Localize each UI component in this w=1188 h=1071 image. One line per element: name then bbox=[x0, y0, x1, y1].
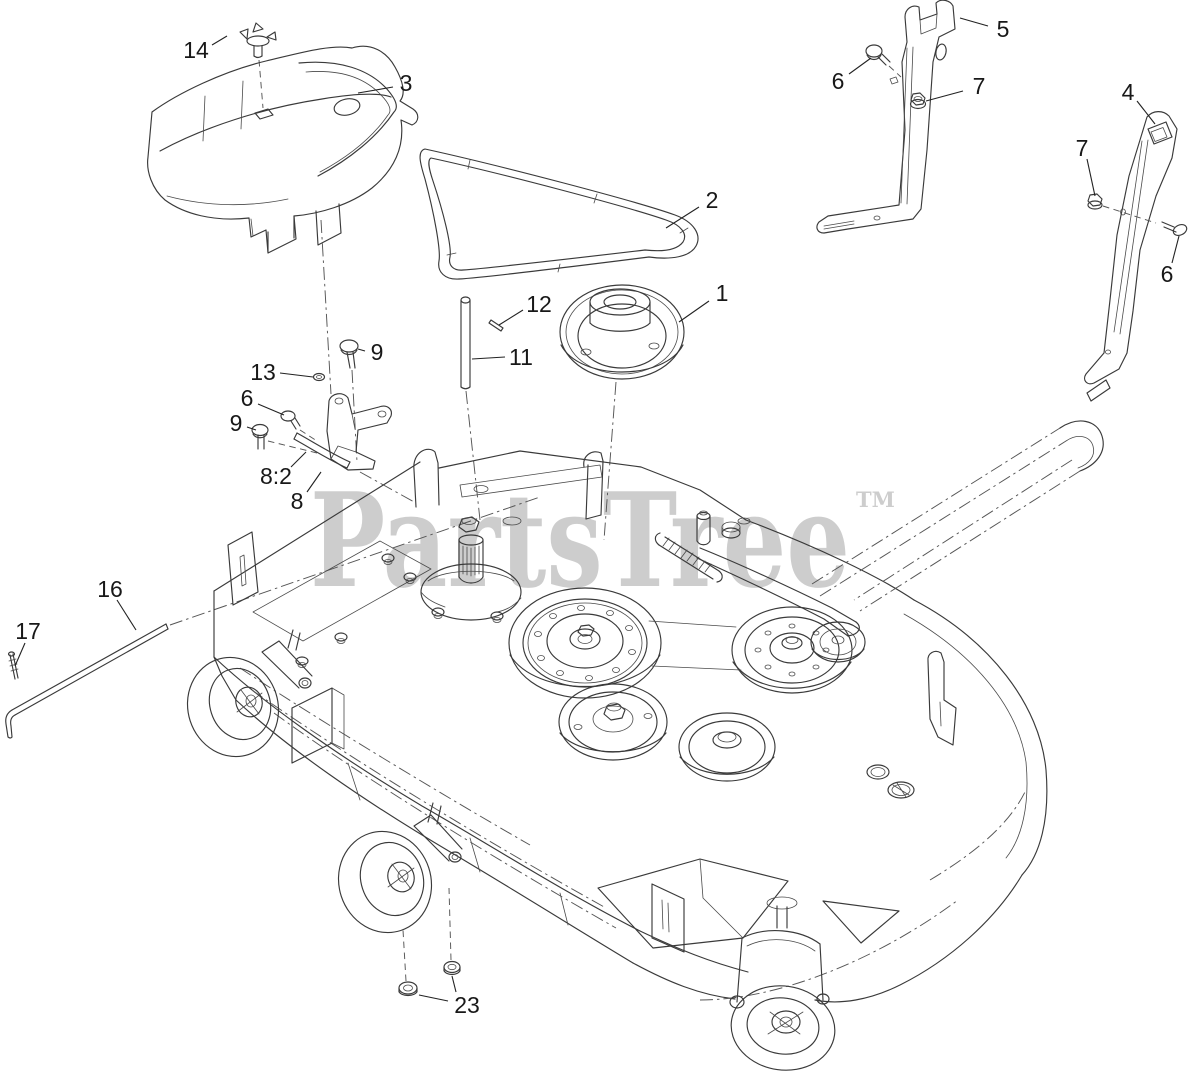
callout-leader-1 bbox=[678, 300, 710, 323]
callout-label-12: 12 bbox=[526, 291, 552, 317]
knob-part-14 bbox=[239, 22, 277, 109]
rod-part-16 bbox=[5, 496, 541, 739]
callout-leader-8 bbox=[306, 471, 322, 493]
flange-nuts-part-23 bbox=[398, 887, 461, 997]
rod-part-11 bbox=[460, 296, 481, 521]
strap-part-8-2 bbox=[293, 432, 351, 469]
callout-label-2: 2 bbox=[706, 187, 719, 213]
pulley-part-1 bbox=[559, 284, 685, 541]
watermark-tm: TM bbox=[856, 487, 895, 512]
callout-label-8: 8 bbox=[291, 488, 304, 514]
pin-part-17 bbox=[7, 651, 19, 680]
callout-leader-7 bbox=[925, 90, 964, 102]
pto-belt bbox=[648, 379, 1111, 671]
spindle-assembly bbox=[381, 516, 522, 623]
callout-leader-2 bbox=[665, 206, 700, 229]
callout-leader-3 bbox=[357, 86, 394, 94]
callout-leader-9 bbox=[357, 348, 366, 352]
callout-label-1: 1 bbox=[716, 280, 729, 306]
callout-leader-11 bbox=[471, 356, 506, 360]
callout-leader-23 bbox=[451, 975, 457, 993]
callout-label-11: 11 bbox=[509, 344, 533, 370]
callout-leader-4 bbox=[1136, 100, 1156, 125]
callout-label-8:2: 8:2 bbox=[260, 463, 292, 489]
callout-label-17: 17 bbox=[15, 618, 41, 644]
bolt-part-9b bbox=[251, 423, 318, 454]
clutch-pulley bbox=[508, 587, 662, 699]
bolt-part-6b bbox=[1161, 221, 1188, 236]
callout-label-7: 7 bbox=[973, 73, 986, 99]
callout-leader-8:2 bbox=[290, 451, 307, 468]
nut-part-7b bbox=[1087, 193, 1157, 224]
pin-part-12 bbox=[488, 319, 504, 332]
bolt-part-6a bbox=[865, 44, 902, 85]
callout-leader-5 bbox=[959, 17, 989, 27]
right-pulley bbox=[731, 606, 853, 694]
callout-label-13: 13 bbox=[250, 359, 276, 385]
lower-right-idler bbox=[678, 712, 776, 782]
v-belt-part-2 bbox=[419, 148, 699, 280]
lower-left-pulley bbox=[558, 683, 668, 761]
callout-leader-7 bbox=[1086, 158, 1096, 197]
callout-label-9: 9 bbox=[371, 339, 384, 365]
callout-label-16: 16 bbox=[97, 576, 123, 602]
line-art bbox=[5, 0, 1188, 1071]
callout-leader-23 bbox=[418, 994, 449, 1002]
callout-leader-9 bbox=[246, 426, 257, 431]
callout-leader-16 bbox=[116, 599, 137, 631]
callout-leader-13 bbox=[279, 372, 314, 378]
bracket-part-5 bbox=[816, 0, 956, 234]
caster-wheel-mid bbox=[337, 802, 463, 934]
callout-leader-12 bbox=[498, 309, 524, 326]
washer-part-13 bbox=[312, 372, 326, 382]
callout-label-3: 3 bbox=[400, 70, 413, 96]
caster-wheel-left bbox=[186, 629, 313, 758]
callout-leader-6 bbox=[848, 57, 872, 75]
callout-label-6: 6 bbox=[1161, 261, 1174, 287]
right-idler-pulley bbox=[810, 621, 866, 663]
bracket-part-8 bbox=[326, 393, 417, 504]
watermark-text: PartsTree bbox=[310, 464, 850, 617]
callout-label-6: 6 bbox=[832, 68, 845, 94]
bracket-part-4 bbox=[1084, 111, 1178, 385]
callout-label-23: 23 bbox=[454, 992, 480, 1018]
callout-label-4: 4 bbox=[1122, 79, 1135, 105]
idler-arm bbox=[654, 510, 860, 637]
deck-assembly bbox=[213, 448, 1048, 1003]
belt-cover-part-3 bbox=[147, 45, 419, 395]
callout-leader-14 bbox=[211, 35, 228, 46]
callout-leader-6 bbox=[257, 403, 285, 416]
callout-label-9: 9 bbox=[230, 410, 243, 436]
callout-label-7: 7 bbox=[1076, 135, 1089, 161]
callout-label-14: 14 bbox=[183, 37, 209, 63]
callout-leader-17 bbox=[14, 642, 26, 667]
callout-label-5: 5 bbox=[997, 16, 1010, 42]
caster-wheel-right bbox=[729, 896, 836, 1071]
callout-leader-6 bbox=[1171, 235, 1180, 264]
nut-part-7a bbox=[909, 92, 927, 110]
bolt-part-6c bbox=[280, 410, 318, 442]
callout-label-6: 6 bbox=[241, 385, 254, 411]
